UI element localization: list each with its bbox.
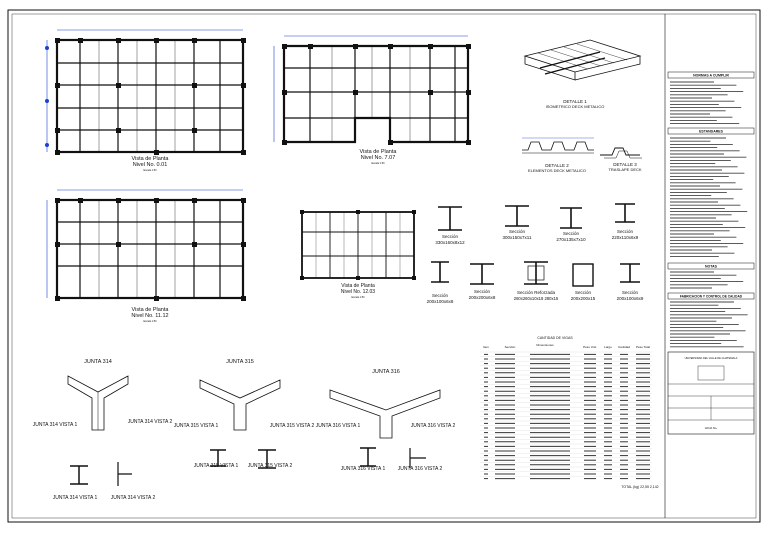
detail-3-deck-lap: DETALLE 3 TRASLAPE DECK (600, 147, 642, 172)
title-block-text-lines (670, 81, 748, 348)
title-block-norms: NORMAS A CUMPLIR (693, 74, 729, 78)
detail-2-title: DETALLE 2 (545, 163, 569, 168)
section-8-label: Sección (575, 290, 592, 295)
joint-315-view1b: JUNTA 315 VISTA 1 (194, 463, 239, 469)
floor-plan-3: Vista de Planta Nivel No. 12.03 Escala 1… (300, 210, 416, 299)
section-2-dims: 300x150x7x11 (503, 235, 532, 240)
title-block: NORMAS A CUMPLIR ESTANDARES NOTAS FABRIC… (667, 71, 755, 435)
joint-314: JUNTA 314 JUNTA 314 VISTA 1 JUNTA 314 VI… (33, 359, 173, 501)
joint-314-view1b: JUNTA 314 VISTA 1 (53, 495, 98, 501)
joint-316: JUNTA 316 JUNTA 316 VISTA 1 JUNTA 316 VI… (316, 369, 456, 472)
section-6-label: Sección (474, 289, 491, 294)
section-9: Sección 200x100x6x9 (617, 263, 644, 301)
floor-plan-2: Vista de Planta Nivel No. 7.07 Escala 1:… (273, 35, 471, 165)
section-6-dims: 200x200x6x8 (469, 295, 496, 300)
section-4: Sección 220x110x6x9 (612, 203, 639, 240)
table-total: TOTAL (kg) 22,55 2,142 (621, 485, 658, 489)
joint-315-view2b: JUNTA 315 VISTA 2 (248, 463, 293, 469)
section-4-label: Sección (617, 229, 634, 234)
joint-314-view2b: JUNTA 314 VISTA 2 (111, 495, 156, 501)
title-block-fabrication: FABRICACION Y CONTROL DE CALIDAD (680, 295, 743, 299)
joint-314-view1: JUNTA 314 VISTA 1 (33, 422, 78, 428)
detail-1-isometric-deck: DETALLE 1 ISOMETRICO DECK METALICO (523, 39, 642, 109)
joint-316-view2b: JUNTA 316 VISTA 2 (398, 466, 443, 472)
section-4-dims: 220x110x6x9 (612, 235, 639, 240)
sheet-inner-border (11, 13, 757, 519)
section-5: Sección 200x100x6x8 (427, 261, 454, 304)
joint-316-title: JUNTA 316 (372, 369, 400, 375)
detail-2-subtitle: ELEMENTOS DECK METALICO (528, 168, 586, 173)
joint-314-title: JUNTA 314 (84, 359, 112, 365)
joint-316-view2: JUNTA 316 VISTA 2 (411, 423, 456, 429)
plan-1-scale: Escala 1:50 (143, 169, 157, 172)
table-header-total-weight: Peso Total (636, 345, 650, 349)
section-2: Sección 300x150x7x11 (503, 205, 532, 240)
table-header-item: Item (483, 345, 489, 349)
table-header-section: Sección (505, 345, 516, 349)
section-9-dims: 200x100x6x9 (617, 296, 644, 301)
joint-315: JUNTA 315 JUNTA 315 VISTA 1 JUNTA 315 VI… (174, 359, 315, 469)
title-block-standards: ESTANDARES (699, 130, 724, 134)
table-title: CANTIDAD DE VIGAS (537, 336, 573, 340)
plan-4-scale: Escala 1:50 (143, 320, 157, 323)
detail-3-subtitle: TRASLAPE DECK (608, 167, 641, 172)
section-3-label: Sección (563, 231, 580, 236)
detail-1-subtitle: ISOMETRICO DECK METALICO (546, 104, 605, 109)
section-1: Sección 330x160x8x12 (435, 206, 465, 245)
detail-3-title: DETALLE 3 (613, 162, 637, 167)
plan-4-title: Vista de Planta (132, 307, 170, 313)
plan-2-subtitle: Nivel No. 7.07 (361, 155, 396, 161)
plan-3-subtitle: Nivel No. 12.03 (341, 289, 375, 295)
detail-1-title: DETALLE 1 (563, 99, 587, 104)
plan-2-title: Vista de Planta (360, 149, 398, 155)
plan-1-subtitle: Nivel No. 0.01 (133, 162, 168, 168)
section-3: Sección 270x135x7x10 (556, 207, 586, 242)
plan-3-title: Vista de Planta (341, 283, 375, 289)
table-header-unit-weight: Peso Unit. (583, 345, 597, 349)
plan-1-title: Vista de Planta (132, 156, 170, 162)
table-header-quantity: Cantidad (618, 345, 630, 349)
title-block-notes: NOTAS (705, 265, 718, 269)
table-rows (480, 351, 652, 480)
section-7: Sección Reforzada 260x260x10x18 280x15 (514, 261, 559, 301)
joint-315-view1: JUNTA 315 VISTA 1 (174, 423, 219, 429)
section-1-label: Sección (442, 234, 459, 239)
section-5-dims: 200x100x6x8 (427, 299, 454, 304)
section-8: Sección 200x200x15 (571, 263, 596, 301)
title-block-university: UNIVERSIDAD DEL VALLE DE GUATEMALA (685, 356, 738, 360)
floor-plan-4: Vista de Planta Nivel No. 11.12 Escala 1… (46, 189, 246, 323)
table-header-length: Largo (604, 345, 612, 349)
section-2-label: Sección (509, 229, 526, 234)
floor-plan-1: Vista de Planta Nivel No. 0.01 Escala 1:… (45, 29, 246, 172)
section-7-label: Sección Reforzada (517, 290, 556, 295)
beam-quantity-table: CANTIDAD DE VIGAS Item Sección Dimension… (480, 336, 659, 489)
section-9-label: Sección (622, 290, 639, 295)
section-1-dims: 330x160x8x12 (435, 240, 465, 245)
title-block-sheet-number: HOJA No. (705, 426, 718, 430)
section-3-dims: 270x135x7x10 (556, 237, 586, 242)
joint-314-view2: JUNTA 314 VISTA 2 (128, 419, 173, 425)
table-header-dimensions: Dimensiones (536, 343, 554, 347)
section-7-dims: 260x260x10x18 280x15 (514, 296, 559, 301)
section-6: Sección 200x200x6x8 (469, 263, 496, 300)
joint-315-view2: JUNTA 315 VISTA 2 (270, 423, 315, 429)
joint-315-title: JUNTA 315 (226, 359, 254, 365)
joint-316-view1: JUNTA 316 VISTA 1 (316, 423, 361, 429)
plan-2-scale: Escala 1:50 (371, 162, 385, 165)
joint-316-view1b: JUNTA 316 VISTA 1 (341, 466, 386, 472)
detail-2-deck-elements: DETALLE 2 ELEMENTOS DECK METALICO (522, 137, 594, 173)
plan-4-subtitle: Nivel No. 11.12 (131, 313, 168, 319)
section-8-dims: 200x200x15 (571, 296, 596, 301)
plan-3-scale: Escala 1:50 (351, 296, 365, 299)
section-5-label: Sección (432, 293, 449, 298)
sheet-border (7, 9, 761, 523)
